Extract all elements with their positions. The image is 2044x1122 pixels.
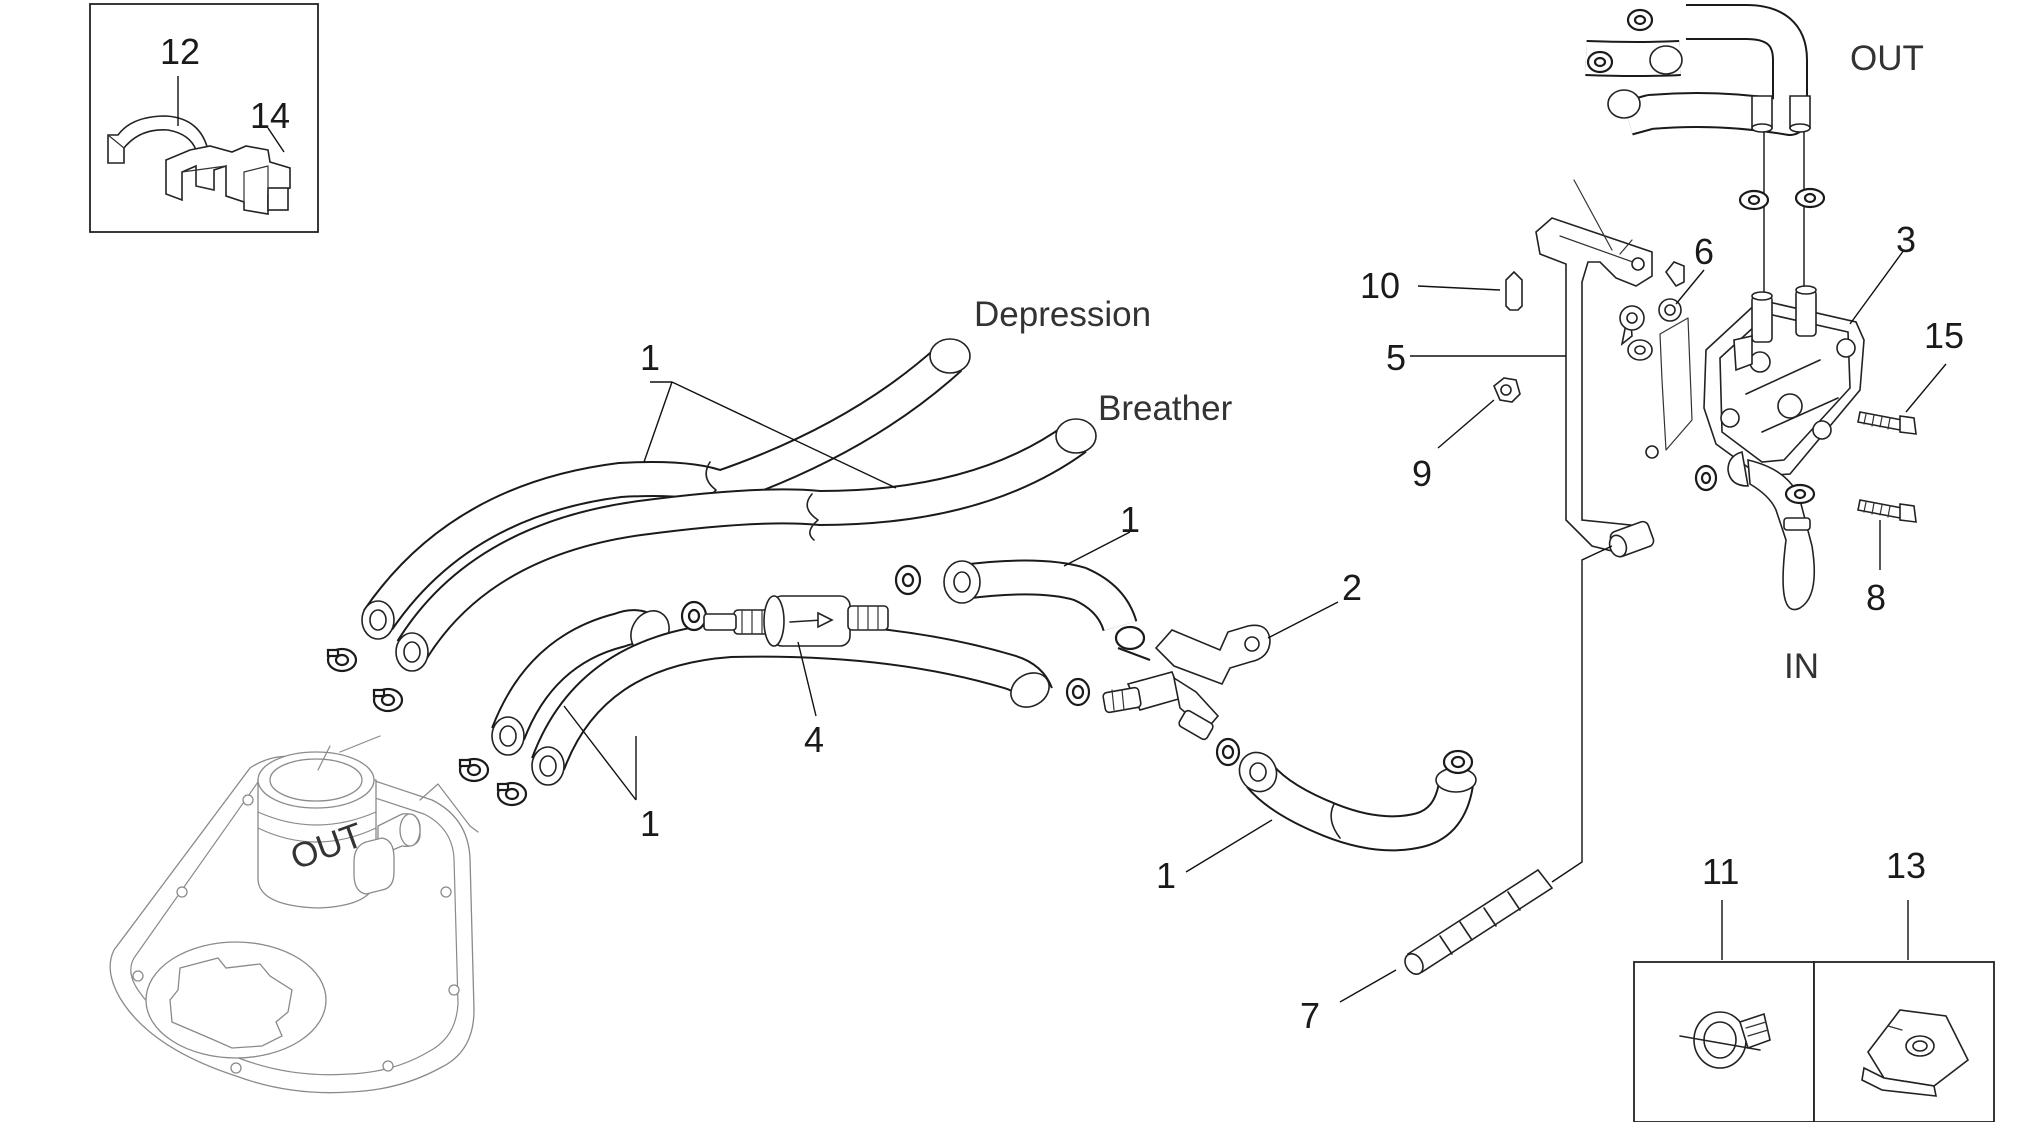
hose-breather bbox=[395, 418, 1097, 672]
hose-clamp bbox=[1586, 50, 1614, 74]
leader-1-mid bbox=[1063, 531, 1131, 567]
hose-clamps bbox=[326, 564, 1474, 807]
label-in: IN bbox=[1784, 647, 1819, 686]
hose-clip-14 bbox=[165, 145, 291, 215]
label-out: OUT bbox=[1850, 39, 1924, 78]
callout-1-lower: 1 bbox=[640, 803, 660, 844]
leader-4 bbox=[797, 641, 817, 717]
hose-clamp bbox=[1626, 8, 1654, 32]
pump-mounting-bracket bbox=[1535, 179, 1693, 553]
leader-7 bbox=[1339, 969, 1397, 1003]
callout-1-top: 1 bbox=[640, 337, 660, 378]
bolt-8 bbox=[1857, 499, 1917, 523]
hose-clamp bbox=[680, 600, 708, 632]
plate-bolt-holes bbox=[132, 794, 460, 1074]
hose-clamp bbox=[894, 564, 922, 596]
leader-1-top bbox=[671, 381, 897, 489]
t-connector-bracket bbox=[1102, 624, 1271, 741]
callout-7: 7 bbox=[1300, 995, 1320, 1036]
screw-upper-bracket bbox=[1664, 261, 1685, 288]
inset-clips-12-14: 12 14 bbox=[89, 3, 319, 233]
callout-8: 8 bbox=[1866, 577, 1886, 618]
hose-clamp bbox=[326, 647, 358, 673]
hose-clamp bbox=[1738, 189, 1770, 211]
fuel-pump-assembly bbox=[1703, 285, 1865, 477]
callout-15: 15 bbox=[1924, 315, 1964, 356]
screw-10 bbox=[1505, 270, 1523, 311]
tank-spigot bbox=[353, 813, 421, 895]
clip-14-tab bbox=[267, 187, 289, 211]
callout-6: 6 bbox=[1694, 231, 1714, 272]
fuel-pump-flange-plate: OUT bbox=[109, 735, 479, 1094]
callout-14: 14 bbox=[250, 95, 290, 136]
callout-1-bottom: 1 bbox=[1156, 855, 1176, 896]
leader-14 bbox=[267, 127, 285, 153]
callout-11: 11 bbox=[1702, 851, 1739, 892]
pivot-sleeve bbox=[1608, 520, 1655, 558]
fuel-in-pipe: IN bbox=[1694, 450, 1819, 686]
callout-1-mid: 1 bbox=[1120, 499, 1140, 540]
label-breather: Breather bbox=[1098, 389, 1233, 428]
label-depression: Depression bbox=[974, 295, 1151, 334]
hose-clamp bbox=[1065, 677, 1091, 707]
leader-1-top bbox=[643, 381, 673, 463]
hose-clamp bbox=[458, 757, 490, 783]
pivot-shaft-7 bbox=[1404, 868, 1554, 976]
fuel-out-pipe: OUT bbox=[1585, 4, 1924, 136]
inset-clips-11-13: 11 13 bbox=[1633, 845, 1995, 1122]
hose-clamp bbox=[372, 687, 404, 713]
hose-clamp bbox=[1442, 749, 1474, 775]
callout-9: 9 bbox=[1412, 453, 1432, 494]
hose-break-mark-2 bbox=[806, 493, 819, 541]
callout-12: 12 bbox=[160, 31, 200, 72]
callout-5: 5 bbox=[1386, 337, 1406, 378]
hose-clamp bbox=[1114, 625, 1151, 662]
hose-depression bbox=[361, 338, 971, 640]
leader-6 bbox=[1675, 269, 1705, 305]
nut-9 bbox=[1493, 377, 1521, 403]
pump-opening bbox=[145, 941, 327, 1059]
assembly-line bbox=[1551, 545, 1613, 883]
callout-13: 13 bbox=[1886, 845, 1926, 886]
leader-9 bbox=[1437, 399, 1495, 449]
hose-lower-feed bbox=[531, 621, 1053, 786]
leader-15 bbox=[1905, 363, 1947, 413]
hose-band-clamp-11 bbox=[1679, 1011, 1771, 1069]
hose-clamp bbox=[1784, 483, 1816, 505]
hose-break-mark-3 bbox=[1330, 803, 1341, 839]
callout-10: 10 bbox=[1360, 265, 1400, 306]
hose-clamp bbox=[1215, 737, 1241, 767]
callout-4: 4 bbox=[804, 719, 824, 760]
hose-to-pump-curved bbox=[1238, 751, 1477, 852]
hose-after-filter bbox=[943, 559, 1138, 632]
leader-10 bbox=[1417, 285, 1501, 291]
hose-clamp bbox=[1694, 464, 1718, 492]
hose-clamp bbox=[496, 781, 528, 807]
spring-nut-clip-13 bbox=[1861, 1009, 1970, 1097]
leader-2 bbox=[1267, 601, 1339, 639]
bolt-15 bbox=[1857, 411, 1917, 435]
callout-2: 2 bbox=[1342, 567, 1362, 608]
leader-1-bottom bbox=[1185, 819, 1273, 873]
leader-3 bbox=[1849, 249, 1905, 325]
callout-3: 3 bbox=[1896, 219, 1916, 260]
inline-fuel-filter bbox=[703, 595, 889, 647]
leader-1-lower bbox=[563, 705, 637, 801]
hose-clamp bbox=[1794, 187, 1826, 209]
